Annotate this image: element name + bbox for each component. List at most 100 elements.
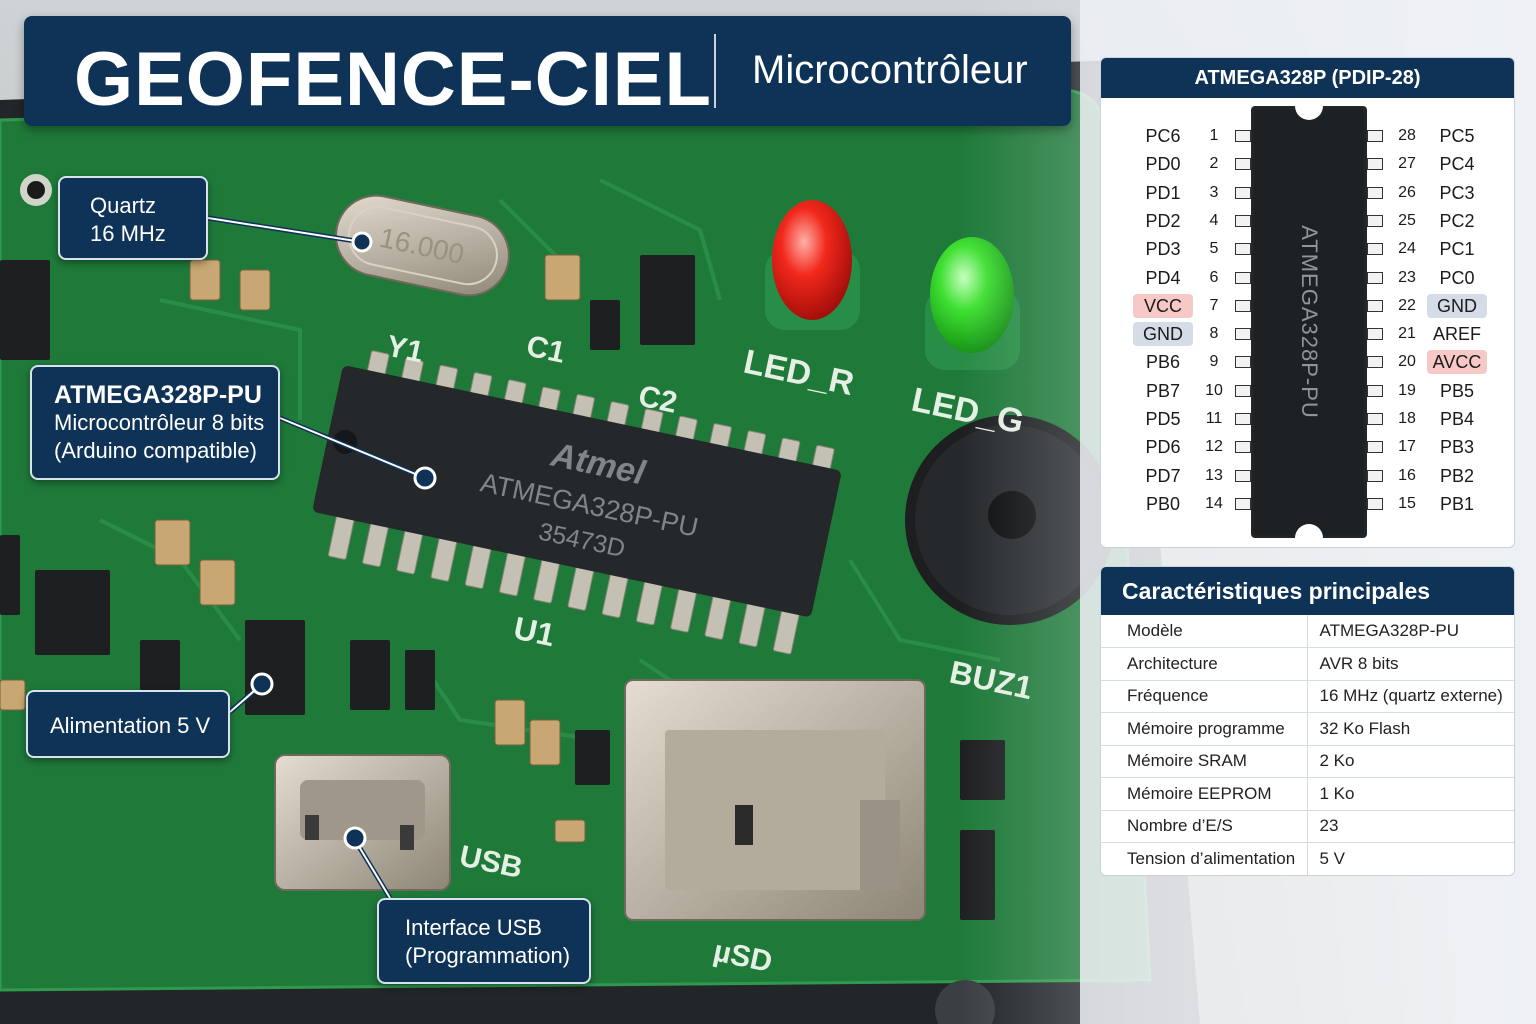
pin-name-21: AREF [1432, 324, 1481, 345]
page-title: GEOFENCE-CIEL [74, 37, 712, 122]
pin-pad-15 [1367, 497, 1383, 510]
pin-pad-20 [1367, 356, 1383, 369]
pin-pad-28 [1367, 130, 1383, 142]
pin-name-9: PB6 [1145, 352, 1181, 373]
pin-name-28: PC5 [1439, 126, 1475, 146]
pin-name-18: PB4 [1439, 409, 1475, 429]
pin-name-14: PB0 [1145, 493, 1181, 514]
pin-name-19: PB5 [1439, 380, 1475, 401]
pin-pad-6 [1235, 271, 1251, 284]
pin-pad-11 [1235, 413, 1251, 425]
spec-key: Nombre d’E/S [1101, 810, 1307, 843]
pin-name-7: VCC [1133, 293, 1193, 318]
title-banner: GEOFENCE-CIEL Microcontrôleur [24, 16, 1071, 126]
pin-pad-4 [1235, 214, 1251, 227]
pin-number-16: 16 [1398, 466, 1416, 484]
pin-pad-22 [1367, 299, 1383, 312]
pin-number-10: 10 [1205, 381, 1223, 399]
pin-name-6: PD4 [1145, 267, 1181, 288]
spec-value: 23 [1306, 810, 1514, 843]
pin-number-14: 14 [1205, 494, 1223, 512]
pin-number-25: 25 [1398, 211, 1416, 229]
pin-number-20: 20 [1398, 353, 1416, 371]
pin-pad-10 [1235, 384, 1251, 397]
callout-mcu-line1: Microcontrôleur 8 bits [54, 410, 265, 435]
pin-pad-12 [1235, 441, 1251, 454]
spec-key: Fréquence [1101, 680, 1307, 713]
pin-number-21: 21 [1398, 325, 1416, 343]
silk-c1: C1 [524, 330, 568, 370]
spec-value: 2 Ko [1306, 745, 1514, 778]
pinout-chip: ATMEGA328P-PU [1251, 106, 1367, 538]
spec-value: AVR 8 bits [1306, 647, 1514, 681]
pin-pad-16 [1367, 469, 1383, 482]
pin-number-19: 19 [1398, 381, 1416, 399]
callout-quartz-line2: 16 MHz [90, 221, 166, 246]
pin-number-23: 23 [1398, 268, 1416, 286]
spec-value: 5 V [1306, 842, 1514, 875]
pin-number-22: 22 [1398, 296, 1416, 314]
silk-u1: U1 [511, 610, 558, 654]
callout-usb-line1: Interface USB [405, 915, 542, 940]
pin-name-4: PD2 [1145, 210, 1181, 231]
callout-power: Alimentation 5 V [26, 690, 230, 758]
callout-usb-line2: (Programmation) [405, 943, 571, 968]
pin-number-28: 28 [1398, 127, 1416, 144]
callout-mcu-line2: (Arduino compatible) [54, 438, 257, 463]
page-subtitle: Microcontrôleur [752, 48, 1028, 92]
spec-key: Architecture [1101, 647, 1307, 681]
pin-number-24: 24 [1398, 240, 1416, 258]
title-divider [714, 34, 716, 108]
pin-name-24: PC1 [1439, 239, 1475, 260]
pin-name-8: GND [1133, 322, 1193, 347]
pin-name-5: PD3 [1145, 239, 1181, 260]
pin-pad-14 [1235, 497, 1251, 510]
pin-pad-8 [1235, 328, 1251, 341]
pin-number-18: 18 [1398, 410, 1416, 427]
pin-name-12: PD6 [1145, 437, 1181, 458]
pin-name-17: PB3 [1439, 437, 1475, 458]
pin-name-27: PC4 [1439, 154, 1475, 175]
pin-pad-27 [1367, 158, 1383, 171]
pin-number-5: 5 [1209, 240, 1219, 258]
callout-quartz: Quartz 16 MHz [58, 176, 208, 260]
pin-number-7: 7 [1209, 296, 1219, 314]
silk-c2: C2 [636, 380, 680, 420]
spec-key: Mémoire EEPROM [1101, 777, 1307, 811]
pin-name-11: PD5 [1145, 409, 1181, 429]
pin-number-1: 1 [1209, 127, 1219, 144]
pin-pad-18 [1367, 413, 1383, 425]
pin-pad-17 [1367, 441, 1383, 454]
callout-mcu-title: ATMEGA328P-PU [54, 381, 262, 409]
pinout-chip-label: ATMEGA328P-PU [1297, 225, 1322, 419]
chip-notch-top [1295, 106, 1323, 120]
callout-mcu: ATMEGA328P-PU Microcontrôleur 8 bits (Ar… [30, 365, 280, 480]
pin-number-3: 3 [1209, 183, 1219, 201]
pin-number-27: 27 [1398, 155, 1416, 173]
pin-number-13: 13 [1205, 466, 1223, 484]
pin-pad-19 [1367, 384, 1383, 397]
pin-pad-9 [1235, 356, 1251, 369]
pin-number-11: 11 [1205, 410, 1223, 427]
pin-pad-24 [1367, 243, 1383, 256]
pinout-title: ATMEGA328P (PDIP-28) [1101, 58, 1514, 98]
pin-name-25: PC2 [1439, 210, 1475, 231]
silk-y1: Y1 [384, 330, 427, 370]
pin-pad-26 [1367, 186, 1383, 199]
pin-pad-2 [1235, 158, 1251, 171]
pin-pad-13 [1235, 469, 1251, 482]
pin-name-26: PC3 [1439, 182, 1475, 203]
pin-pad-5 [1235, 243, 1251, 256]
callout-usb: Interface USB (Programmation) [377, 898, 591, 984]
chip-notch-bottom [1295, 524, 1323, 538]
spec-value: 16 MHz (quartz externe) [1306, 680, 1514, 713]
